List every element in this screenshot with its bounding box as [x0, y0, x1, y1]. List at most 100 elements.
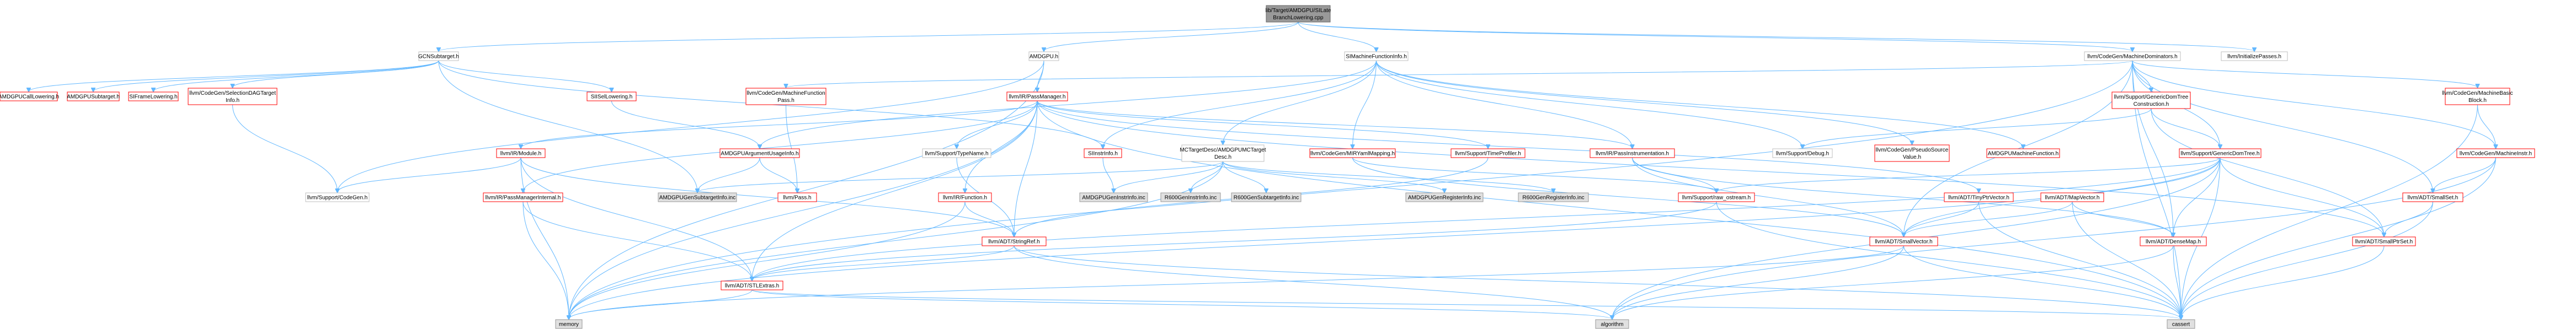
node-debug[interactable]: llvm/Support/Debug.h — [1772, 148, 1833, 158]
node-box — [1028, 51, 1059, 61]
node-initp[interactable]: llvm/InitializePasses.h — [2221, 51, 2288, 61]
node-simfi[interactable]: SIMachineFunctionInfo.h — [1344, 51, 1409, 61]
edge-simfi-to-pseudosrc — [1376, 60, 1912, 144]
edge-passmgr-to-typename — [957, 100, 1038, 148]
node-siinstr[interactable]: SIInstrInfo.h — [1084, 148, 1122, 158]
edge-smallset-to-smallptr — [2384, 201, 2433, 236]
edge-argusage-to-pass — [759, 157, 797, 192]
edge-strref-to-algorithm — [1014, 245, 1612, 319]
edge-mctarget-to-gregs — [1223, 161, 1445, 192]
node-gsubinc[interactable]: AMDGPUGenSubtargetInfo.inc — [658, 192, 737, 202]
node-label: llvm/ADT/SmallVector.h — [1875, 239, 1932, 245]
graph-nodes: lib/Target/AMDGPU/SILateBranchLowering.c… — [0, 5, 2535, 329]
node-irmodule[interactable]: llvm/IR/Module.h — [496, 148, 546, 158]
edge-smallvec-to-cassert — [1903, 245, 2182, 319]
node-sisel[interactable]: SIISelLowering.h — [586, 91, 637, 101]
node-mirmap[interactable]: llvm/CodeGen/MIRYamlMapping.h — [1309, 148, 1396, 158]
edge-passmgr-to-tinyptr — [1037, 100, 1979, 192]
node-smallptr[interactable]: llvm/ADT/SmallPtrSet.h — [2352, 236, 2416, 246]
edge-mapvec-to-cassert — [2072, 201, 2181, 319]
node-r6sub[interactable]: R600GenSubtargetInfo.inc — [1231, 192, 1302, 202]
node-passinstr[interactable]: llvm/IR/PassInstrumentation.h — [1590, 148, 1675, 158]
edge-gcn-to-gsubinc — [438, 60, 697, 192]
node-ginstrinc[interactable]: AMDGPUGenInstrInfo.inc — [1079, 192, 1148, 202]
node-gcn[interactable]: GCNSubtarget.h — [418, 51, 459, 61]
node-label: R600GenInstrInfo.inc — [1165, 195, 1217, 201]
node-siframe[interactable]: SIFrameLowering.h — [128, 91, 179, 101]
edge-root-to-initp — [1298, 21, 2254, 51]
node-label: llvm/CodeGen/SelectionDAGTarget — [189, 90, 276, 96]
node-amdgpu_h[interactable]: AMDGPU.h — [1028, 51, 1059, 61]
node-r6instr[interactable]: R600GenInstrInfo.inc — [1160, 192, 1221, 202]
node-box — [1869, 236, 1938, 246]
edge-passmgr-to-memory — [569, 100, 1038, 319]
node-strref[interactable]: llvm/ADT/StringRef.h — [982, 236, 1047, 246]
node-mdom[interactable]: llvm/CodeGen/MachineDominators.h — [2084, 51, 2181, 61]
node-amdmf[interactable]: AMDGPUMachineFunction.h — [1986, 148, 2060, 158]
node-gdt[interactable]: llvm/Support/GenericDomTree.h — [2179, 148, 2262, 158]
node-label: AMDGPUGenRegisterInfo.inc — [1408, 195, 1481, 201]
node-label: AMDGPUSubtarget.h — [67, 94, 120, 100]
node-box — [719, 148, 800, 158]
edge-gcn-to-subtgt — [93, 60, 439, 91]
node-smallvec[interactable]: llvm/ADT/SmallVector.h — [1869, 236, 1938, 246]
node-box — [2402, 192, 2463, 202]
node-box — [922, 148, 991, 158]
node-box — [745, 88, 826, 105]
node-label: llvm/Support/TypeName.h — [925, 151, 988, 157]
node-label: llvm/IR/PassManager.h — [1009, 94, 1066, 100]
edge-gdtcons-to-gdt — [2151, 108, 2220, 148]
node-subtgt[interactable]: AMDGPUSubtarget.h — [67, 91, 120, 101]
node-box — [2084, 51, 2181, 61]
edge-gdtcons-to-smallptr — [2151, 108, 2384, 236]
edge-sisel-to-argusage — [611, 100, 760, 148]
node-gregs[interactable]: AMDGPUGenRegisterInfo.inc — [1405, 192, 1484, 202]
node-minstr[interactable]: llvm/CodeGen/MachineInstr.h — [2456, 148, 2535, 158]
node-box — [2456, 148, 2535, 158]
node-timeprof[interactable]: llvm/Support/TimeProfiler.h — [1450, 148, 1526, 158]
node-root[interactable]: lib/Target/AMDGPU/SILateBranchLowering.c… — [1266, 5, 1331, 23]
edge-amdgpu_h-to-memory — [569, 60, 1044, 319]
edge-pmint-to-stlextras — [522, 201, 752, 281]
node-label: AMDGPUGenSubtargetInfo.inc — [659, 195, 735, 201]
node-algorithm[interactable]: algorithm — [1595, 319, 1629, 329]
node-argusage[interactable]: AMDGPUArgumentUsageInfo.h — [719, 148, 800, 158]
edge-irfunc-to-strref — [964, 201, 1014, 236]
node-gdtcons[interactable]: llvm/Support/GenericDomTreeConstruction.… — [2111, 91, 2191, 109]
edge-simfi-to-mctarget — [1223, 60, 1377, 144]
node-memory[interactable]: memory — [555, 319, 583, 329]
node-label: llvm/CodeGen/MachineInstr.h — [2460, 151, 2532, 157]
node-typename[interactable]: llvm/Support/TypeName.h — [922, 148, 991, 158]
node-smallset[interactable]: llvm/ADT/SmallSet.h — [2402, 192, 2463, 202]
node-rawos[interactable]: llvm/Support/raw_ostream.h — [1678, 192, 1755, 202]
node-calllow[interactable]: AMDGPUCallLowering.h — [0, 91, 59, 101]
node-pass[interactable]: llvm/Pass.h — [777, 192, 817, 202]
node-box — [1231, 192, 1302, 202]
node-cassert[interactable]: cassert — [2167, 319, 2195, 329]
node-pmint[interactable]: llvm/IR/PassManagerInternal.h — [483, 192, 563, 202]
node-box — [1986, 148, 2060, 158]
node-densemap[interactable]: llvm/ADT/DenseMap.h — [2140, 236, 2207, 246]
node-irfunc[interactable]: llvm/IR/Function.h — [938, 192, 992, 202]
node-label: llvm/ADT/MapVector.h — [2045, 195, 2100, 201]
edge-passmgr-to-timeprof — [1037, 100, 1488, 148]
node-label: GCNSubtarget.h — [418, 54, 459, 60]
node-tinyptr[interactable]: llvm/ADT/TinyPtrVector.h — [1944, 192, 2014, 202]
node-label: AMDGPU.h — [1030, 54, 1058, 60]
edge-mctarget-to-memory — [569, 161, 1223, 319]
node-stlextras[interactable]: llvm/ADT/STLExtras.h — [721, 281, 783, 290]
node-r6regs[interactable]: R600GenRegisterInfo.inc — [1518, 192, 1589, 202]
node-passmgr[interactable]: llvm/IR/PassManager.h — [1006, 91, 1068, 101]
edge-simfi-to-argusage — [760, 60, 1377, 148]
node-codegen[interactable]: llvm/Support/CodeGen.h — [305, 192, 370, 202]
node-box — [128, 91, 179, 101]
node-label: Pass.h — [777, 98, 794, 104]
edge-mdom-to-mfpass — [786, 60, 2133, 88]
edge-minstr-to-algorithm — [1612, 157, 2496, 319]
node-mapvec[interactable]: llvm/ADT/MapVector.h — [2040, 192, 2104, 202]
